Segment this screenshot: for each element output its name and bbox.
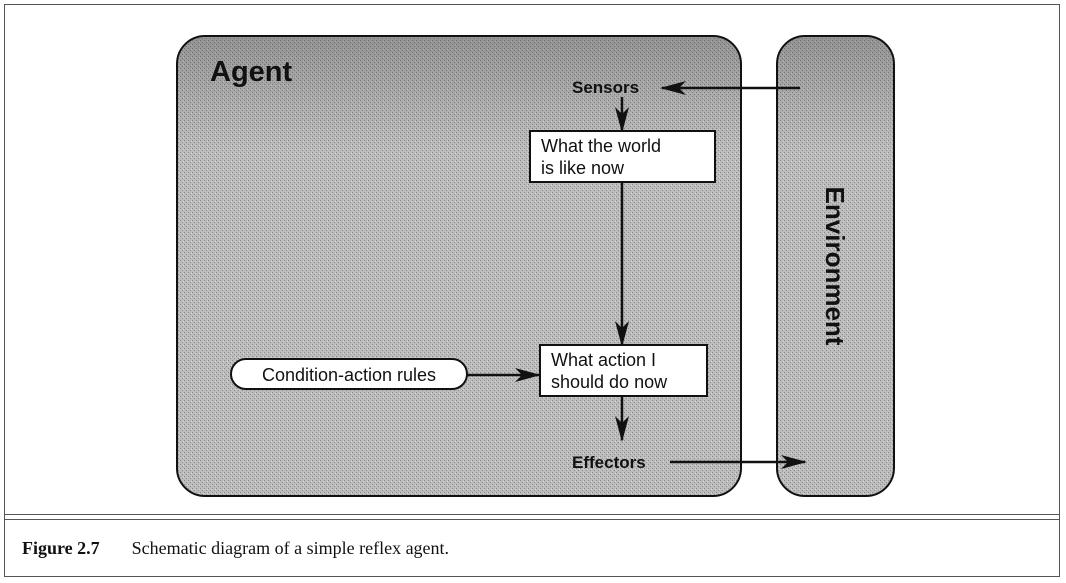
caption-divider-bottom [4, 519, 1060, 520]
reflex-agent-diagram: Agent Environment Sensors What the world… [176, 35, 895, 497]
sensors-label: Sensors [572, 78, 639, 97]
figure-caption: Figure 2.7 Schematic diagram of a simple … [22, 538, 449, 559]
agent-label: Agent [210, 56, 293, 88]
percept-box-line2: is like now [541, 158, 625, 178]
action-box: What action I should do now [539, 344, 708, 397]
condition-action-rules: Condition-action rules [230, 358, 468, 390]
percept-box-line1: What the world [541, 136, 661, 156]
figure-caption-text: Schematic diagram of a simple reflex age… [131, 538, 450, 558]
percept-box: What the world is like now [529, 130, 716, 183]
figure-label: Figure 2.7 [22, 538, 100, 558]
agent-region [176, 35, 742, 497]
effectors-label: Effectors [572, 453, 646, 472]
caption-divider-top [4, 514, 1060, 515]
action-box-line2: should do now [551, 372, 668, 392]
rules-label: Condition-action rules [262, 365, 436, 385]
action-box-line1: What action I [551, 350, 656, 370]
environment-label: Environment [820, 187, 850, 346]
environment-region [776, 35, 895, 497]
